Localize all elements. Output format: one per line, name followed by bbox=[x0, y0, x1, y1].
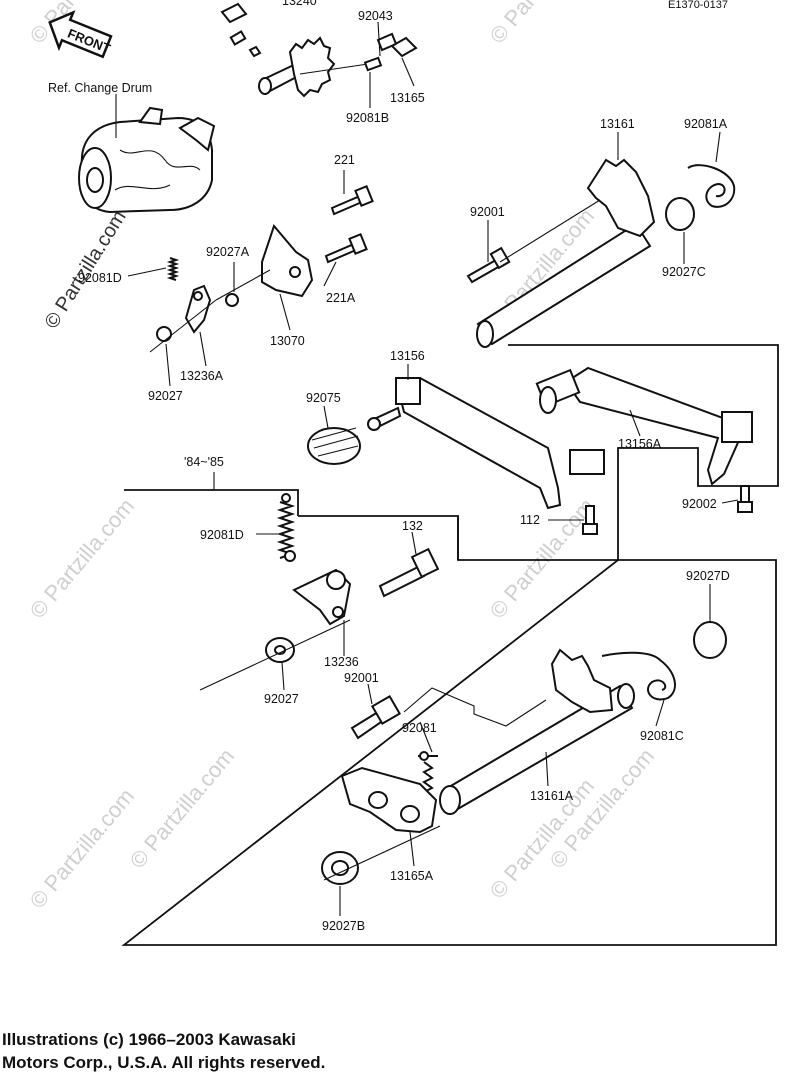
watermark: © Partzilla.com bbox=[25, 494, 139, 624]
plate-13165A-part bbox=[340, 766, 438, 834]
bolt-92001-top-part bbox=[466, 246, 511, 284]
label-13165A: 13165A bbox=[390, 869, 434, 883]
label-92001: 92001 bbox=[344, 671, 379, 685]
spring-92081A-part bbox=[687, 164, 736, 208]
washer-92027-lower-part bbox=[265, 637, 295, 663]
label-221: 221 bbox=[334, 153, 355, 167]
change-drum-part bbox=[78, 106, 216, 214]
copyright-line-2: Motors Corp., U.S.A. All rights reserved… bbox=[2, 1053, 326, 1072]
watermark: © Partzilla.com bbox=[485, 0, 599, 48]
assembly-leader bbox=[403, 687, 547, 727]
spring-92081C-part bbox=[601, 651, 676, 701]
label-ref-change-drum: Ref. Change Drum bbox=[48, 81, 152, 95]
label-13070: 13070 bbox=[270, 334, 305, 348]
watermark: © Partzilla.com bbox=[25, 784, 139, 914]
bolt-92001-part bbox=[350, 694, 402, 740]
lever-hole bbox=[326, 570, 346, 590]
spring-pin-part bbox=[363, 56, 383, 72]
label-13156A: 13156A bbox=[618, 437, 662, 451]
label-92027-lower: 92027 bbox=[264, 692, 299, 706]
spring-92081D-top-part bbox=[166, 257, 180, 281]
label-92075: 92075 bbox=[306, 391, 341, 405]
spring-hook bbox=[419, 751, 429, 761]
plate-hole bbox=[289, 266, 301, 278]
bolt-221A-part bbox=[324, 233, 368, 264]
label-92001-top: 92001 bbox=[470, 205, 505, 219]
label-92027D: 92027D bbox=[686, 569, 730, 583]
label-92027: 92027 bbox=[148, 389, 183, 403]
group-outline-lower bbox=[121, 489, 777, 946]
label-92027A: 92027A bbox=[206, 245, 250, 259]
lever-13236A-part bbox=[184, 284, 212, 334]
pedal-13156A-part bbox=[535, 366, 753, 486]
washer-92027A-part bbox=[225, 293, 239, 307]
label-leaders bbox=[115, 21, 739, 916]
watermark: © Partzilla.com bbox=[41, 207, 131, 333]
watermark: © Partzilla.com bbox=[125, 744, 239, 874]
label-221A: 221A bbox=[326, 291, 356, 305]
copyright-notice: Illustrations (c) 1966–2003 Kawasaki Mot… bbox=[2, 1028, 442, 1074]
label-92002: 92002 bbox=[682, 497, 717, 511]
plate-13070-part bbox=[261, 223, 314, 298]
gear-shaft-part bbox=[220, 2, 369, 98]
washer-92027B-part bbox=[321, 851, 359, 885]
plate-part bbox=[390, 36, 418, 58]
diagram-code: E1370-0137 bbox=[668, 0, 728, 11]
bolt-92002-part bbox=[737, 485, 753, 513]
collar-92027C-part bbox=[665, 197, 695, 231]
label-13165: 13165 bbox=[390, 91, 425, 105]
label-92081D: 92081D bbox=[200, 528, 244, 542]
label-13236: 13236 bbox=[324, 655, 359, 669]
label-92081: 92081 bbox=[402, 721, 437, 735]
lever-hole bbox=[193, 291, 203, 301]
shaft-13161-part bbox=[476, 158, 656, 348]
spring-92081D-part bbox=[276, 501, 296, 559]
copyright-line-1: Illustrations (c) 1966–2003 Kawasaki bbox=[2, 1030, 296, 1049]
spring-hook bbox=[281, 493, 291, 503]
label-year-range: '84~'85 bbox=[184, 455, 224, 469]
label-13161: 13161 bbox=[600, 117, 635, 131]
spring-hook bbox=[284, 550, 296, 562]
label-92081C: 92081C bbox=[640, 729, 684, 743]
label-92081B: 92081B bbox=[346, 111, 389, 125]
watermark: © Partzilla.com bbox=[485, 494, 599, 624]
lever-hole bbox=[332, 606, 344, 618]
label-132: 132 bbox=[402, 519, 423, 533]
label-92027B: 92027B bbox=[322, 919, 365, 933]
label-112: 112 bbox=[520, 513, 540, 527]
label-92027C: 92027C bbox=[662, 265, 706, 279]
bolt-132-part bbox=[378, 547, 440, 598]
label-13161A: 13161A bbox=[530, 789, 574, 803]
top-partial-label: 13240 bbox=[282, 0, 317, 8]
washer-92027-part bbox=[156, 326, 172, 342]
label-92043: 92043 bbox=[358, 9, 393, 23]
shaft-13161A-part bbox=[439, 648, 635, 815]
label-92081D-top: 92081D bbox=[78, 271, 122, 285]
label-92081A: 92081A bbox=[684, 117, 728, 131]
label-13156: 13156 bbox=[390, 349, 425, 363]
pedal-13156-part bbox=[367, 376, 605, 510]
label-13236A: 13236A bbox=[180, 369, 224, 383]
bolt-112-part bbox=[582, 505, 598, 535]
footrest-92075-part bbox=[307, 427, 361, 465]
bolt-221-part bbox=[330, 185, 374, 216]
collar-92027D-part bbox=[693, 621, 727, 659]
